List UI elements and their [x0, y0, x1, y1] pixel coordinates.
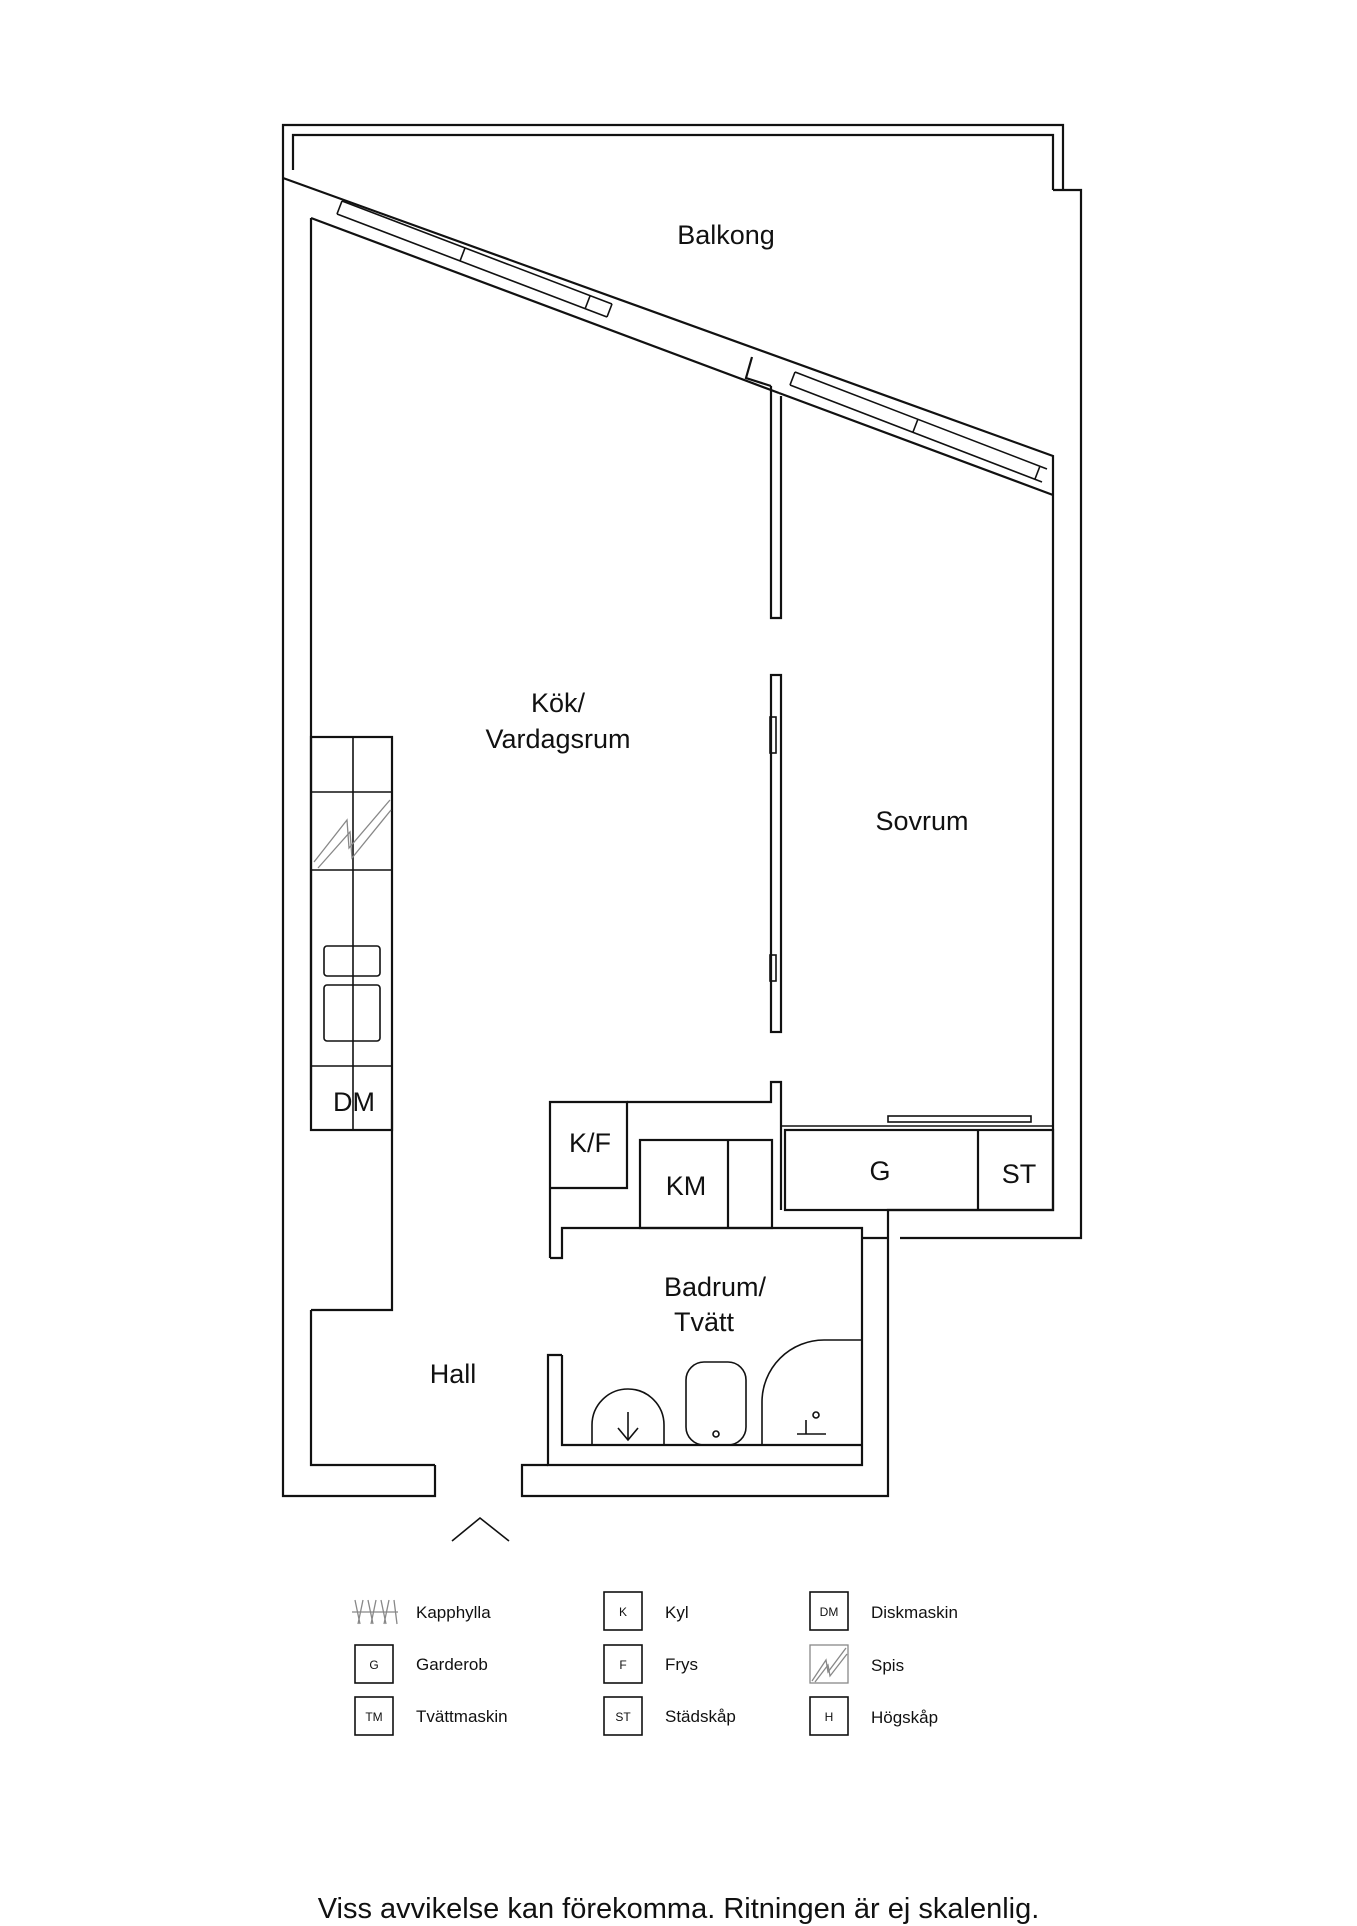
- legend-code: ST: [615, 1710, 631, 1724]
- fixture-kf: K/F: [569, 1128, 611, 1158]
- fixture-g: G: [869, 1156, 890, 1186]
- legend-label: Städskåp: [665, 1707, 736, 1726]
- room-label-sovrum: Sovrum: [875, 806, 968, 836]
- kitchen-counter: [309, 735, 394, 1132]
- legend-code: F: [619, 1658, 626, 1672]
- legend-code: TM: [365, 1710, 382, 1724]
- room-label-vardagsrum: Vardagsrum: [485, 724, 630, 754]
- fixture-dm: DM: [333, 1087, 375, 1117]
- legend-label: Frys: [665, 1655, 698, 1674]
- legend-item: Kapphylla: [352, 1599, 491, 1625]
- spis-icon: [811, 1647, 847, 1682]
- room-label-tvatt: Tvätt: [674, 1307, 735, 1337]
- legend-label: Kyl: [665, 1603, 689, 1622]
- bathroom-fixtures: [591, 1339, 862, 1446]
- legend-label: Högskåp: [871, 1708, 938, 1727]
- legend-item: ST Städskåp: [603, 1696, 736, 1736]
- legend-code: DM: [820, 1605, 839, 1619]
- legend-label: Tvättmaskin: [416, 1707, 508, 1726]
- legend-label: Kapphylla: [416, 1603, 491, 1622]
- toilet-icon: [685, 1361, 747, 1446]
- kapphylla-icon: [352, 1599, 398, 1625]
- exterior-walls: [281, 176, 1083, 1498]
- legend: Kapphylla G Garderob TM Tvättmaskin K Ky…: [352, 1591, 958, 1736]
- room-label-kok: Kök/: [531, 688, 586, 718]
- interior-walls: [548, 386, 1055, 1260]
- fixture-st: ST: [1002, 1159, 1037, 1189]
- legend-item: Spis: [809, 1644, 904, 1684]
- shower-icon: [761, 1339, 862, 1445]
- disclaimer-text: Viss avvikelse kan förekomma. Ritningen …: [317, 1893, 1040, 1925]
- legend-code: G: [369, 1658, 378, 1672]
- legend-item: TM Tvättmaskin: [354, 1696, 508, 1736]
- room-label-balkong: Balkong: [677, 220, 775, 250]
- room-label-badrum: Badrum/: [664, 1272, 767, 1302]
- legend-item: F Frys: [603, 1644, 698, 1684]
- legend-code: H: [825, 1710, 834, 1724]
- room-label-hall: Hall: [430, 1359, 477, 1389]
- legend-item: G Garderob: [354, 1644, 488, 1684]
- legend-label: Spis: [871, 1656, 904, 1675]
- legend-item: DM Diskmaskin: [809, 1591, 958, 1631]
- entrance-arrow-icon: [451, 1516, 510, 1542]
- balcony: [281, 123, 1065, 190]
- legend-label: Garderob: [416, 1655, 488, 1674]
- legend-label: Diskmaskin: [871, 1603, 958, 1622]
- fixture-km: KM: [666, 1171, 707, 1201]
- legend-code: K: [619, 1605, 627, 1619]
- sink-icon: [591, 1388, 665, 1445]
- legend-item: K Kyl: [603, 1591, 689, 1631]
- legend-item: H Högskåp: [809, 1696, 938, 1736]
- window-wall: [310, 200, 1054, 497]
